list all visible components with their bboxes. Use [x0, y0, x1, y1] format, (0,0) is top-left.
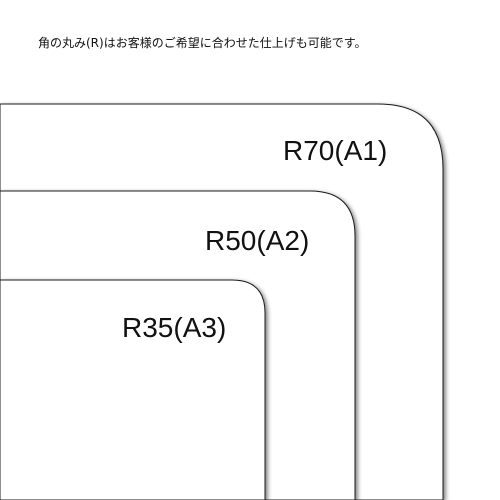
- sheet-r70-label: R70(A1): [283, 135, 387, 166]
- sheet-r35-label: R35(A3): [122, 312, 226, 343]
- sheet-r35-outline: [0, 279, 266, 500]
- sheet-r35-a3: R35(A3): [0, 279, 266, 500]
- sheet-r50-label: R50(A2): [205, 225, 309, 256]
- caption-text: 角の丸み(R)はお客様のご希望に合わせた仕上げも可能です。: [38, 36, 367, 50]
